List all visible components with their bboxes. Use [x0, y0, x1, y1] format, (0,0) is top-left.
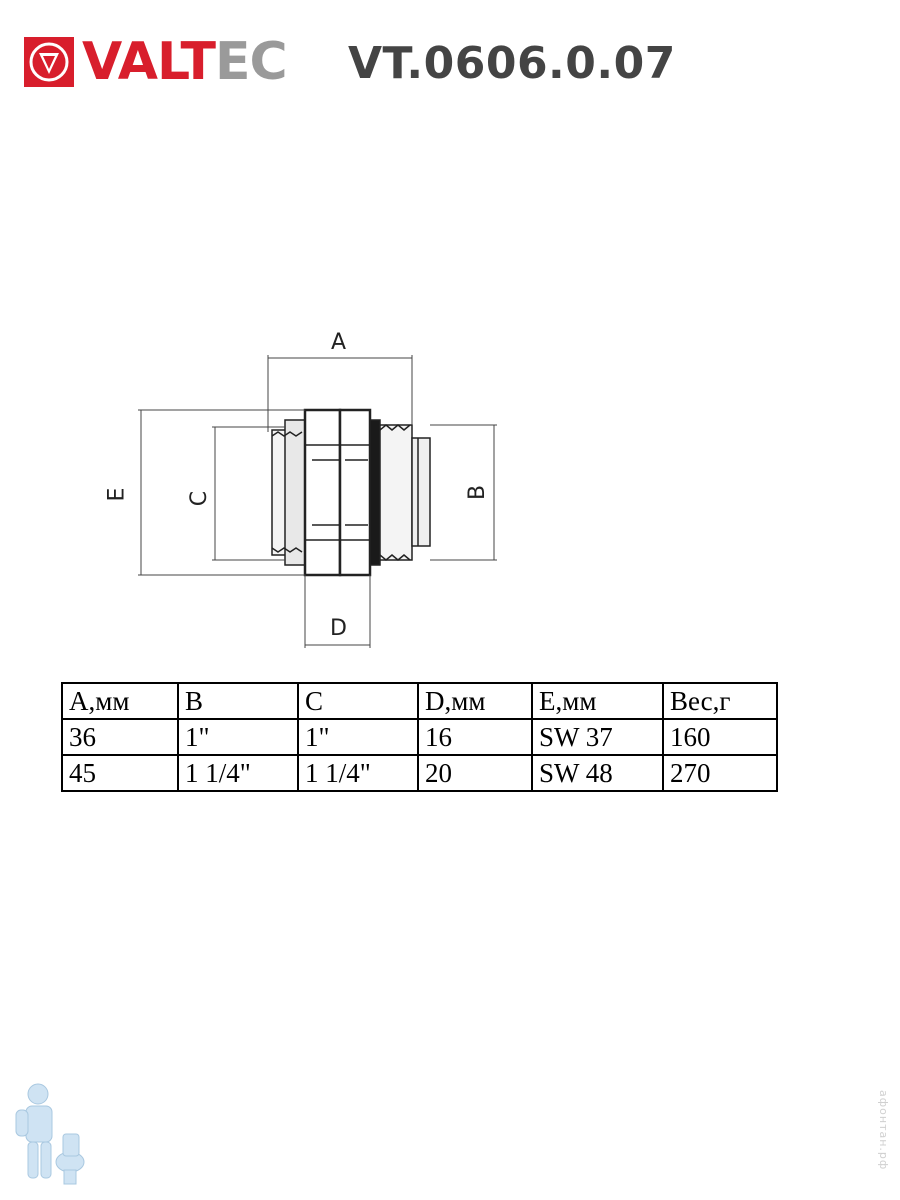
table-header-cell: C: [297, 682, 419, 720]
dimension-b-label: B: [465, 484, 491, 501]
table-cell: SW 48: [531, 754, 664, 792]
table-header-cell: Вес,г: [662, 682, 778, 720]
watermark-text: афонтан.рф: [877, 1090, 890, 1171]
fitting-drawing: [138, 355, 497, 648]
table-cell: 36: [61, 718, 179, 756]
valtec-logo-icon: [24, 37, 74, 87]
table-cell: SW 37: [531, 718, 664, 756]
table-header-cell: A,мм: [61, 682, 179, 720]
table-cell: 16: [417, 718, 533, 756]
plumber-mascot-icon: [15, 1083, 85, 1185]
table-cell: 270: [662, 754, 778, 792]
brand-part-1: VALT: [82, 32, 216, 92]
table-header-cell: E,мм: [531, 682, 664, 720]
dimension-d-label: D: [330, 616, 347, 641]
table-header-cell: D,мм: [417, 682, 533, 720]
table-header-row: A,мм B C D,мм E,мм Вес,г: [61, 682, 778, 720]
table-cell: 1 1/4": [297, 754, 419, 792]
table-cell: 1 1/4": [177, 754, 299, 792]
table-cell: 20: [417, 754, 533, 792]
table-cell: 160: [662, 718, 778, 756]
brand-name: VALTEC: [82, 36, 288, 88]
table-row: 45 1 1/4" 1 1/4" 20 SW 48 270: [61, 754, 778, 792]
table-row: 36 1" 1" 16 SW 37 160: [61, 718, 778, 756]
brand-part-2: EC: [214, 32, 288, 92]
dimension-e-label: E: [104, 487, 130, 502]
table-cell: 1": [297, 718, 419, 756]
dimension-a-label: A: [331, 330, 347, 355]
table-cell: 1": [177, 718, 299, 756]
model-number: VT.0606.0.07: [348, 38, 676, 89]
header: VALTEC: [24, 32, 288, 92]
table-header-cell: B: [177, 682, 299, 720]
specification-table: A,мм B C D,мм E,мм Вес,г 36 1" 1" 16 SW …: [61, 682, 778, 792]
dimension-c-label: C: [187, 490, 213, 507]
table-cell: 45: [61, 754, 179, 792]
